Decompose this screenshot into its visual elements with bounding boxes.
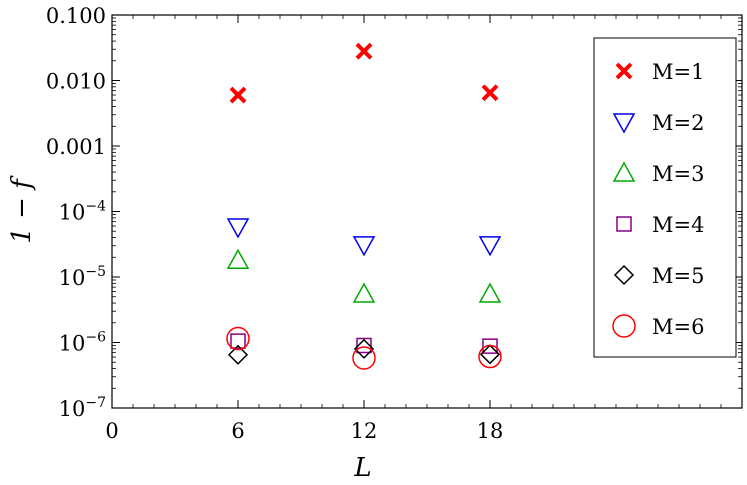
x-tick-label: 12	[351, 419, 378, 443]
y-axis-label: 1 − f	[7, 175, 37, 244]
x-tick-label: 6	[231, 419, 244, 443]
data-point	[356, 337, 372, 354]
data-point	[352, 282, 376, 303]
y-tick-label: 10−7	[59, 395, 106, 421]
y-tick-label: 10−5	[59, 264, 106, 290]
legend-entry: M=3	[612, 161, 704, 186]
data-point	[479, 344, 501, 365]
legend-entry: M=4	[616, 213, 704, 237]
plot-area	[226, 42, 502, 370]
legend-entry: M=5	[613, 264, 704, 288]
y-tick-label: 10−4	[59, 199, 106, 225]
data-point	[478, 282, 502, 303]
legend-label: M=6	[652, 315, 704, 339]
data-point	[478, 236, 502, 257]
legend-marker	[612, 113, 636, 134]
data-point	[226, 326, 250, 351]
data-point	[229, 86, 247, 104]
data-point	[482, 338, 498, 354]
series-6	[226, 326, 502, 370]
legend-label: M=3	[652, 162, 704, 186]
legend-label: M=4	[652, 213, 704, 237]
series-3	[226, 248, 502, 303]
data-point	[478, 344, 502, 369]
legend-entry: M=6	[612, 314, 704, 339]
x-axis: 0 6 12 18	[105, 15, 743, 443]
y-tick-label: 0.001	[46, 135, 106, 159]
legend-entry: M=1	[615, 60, 704, 84]
x-axis-label: L	[353, 453, 371, 483]
data-point	[226, 218, 250, 239]
legend-box	[593, 37, 737, 358]
x-tick-label: 0	[105, 419, 118, 443]
y-axis: 10−7 10−6 10−5 10−4 0.001 0.010 0.100	[46, 4, 742, 421]
legend-marker	[615, 62, 633, 80]
legend: M=1M=2M=3M=4M=5M=6	[593, 37, 737, 358]
data-point	[227, 344, 249, 365]
y-tick-label: 0.010	[46, 70, 106, 94]
data-point	[353, 338, 375, 359]
data-point	[352, 236, 376, 257]
series-1	[229, 42, 499, 104]
series-2	[226, 218, 502, 257]
y-tick-label: 10−6	[59, 330, 106, 356]
series-4	[230, 333, 498, 354]
series-5	[227, 338, 501, 365]
data-point	[481, 84, 499, 102]
legend-marker	[612, 161, 636, 182]
data-point	[355, 42, 373, 60]
data-point	[352, 346, 376, 370]
data-point	[230, 333, 246, 349]
x-tick-label: 18	[477, 419, 504, 443]
legend-label: M=2	[652, 111, 704, 135]
legend-label: M=5	[652, 264, 704, 288]
legend-marker	[612, 314, 636, 338]
data-point	[226, 248, 250, 270]
legend-marker	[616, 216, 632, 232]
legend-marker	[613, 264, 635, 286]
legend-entry: M=2	[612, 111, 704, 135]
legend-label: M=1	[652, 60, 704, 84]
y-tick-label: 0.100	[46, 4, 106, 28]
